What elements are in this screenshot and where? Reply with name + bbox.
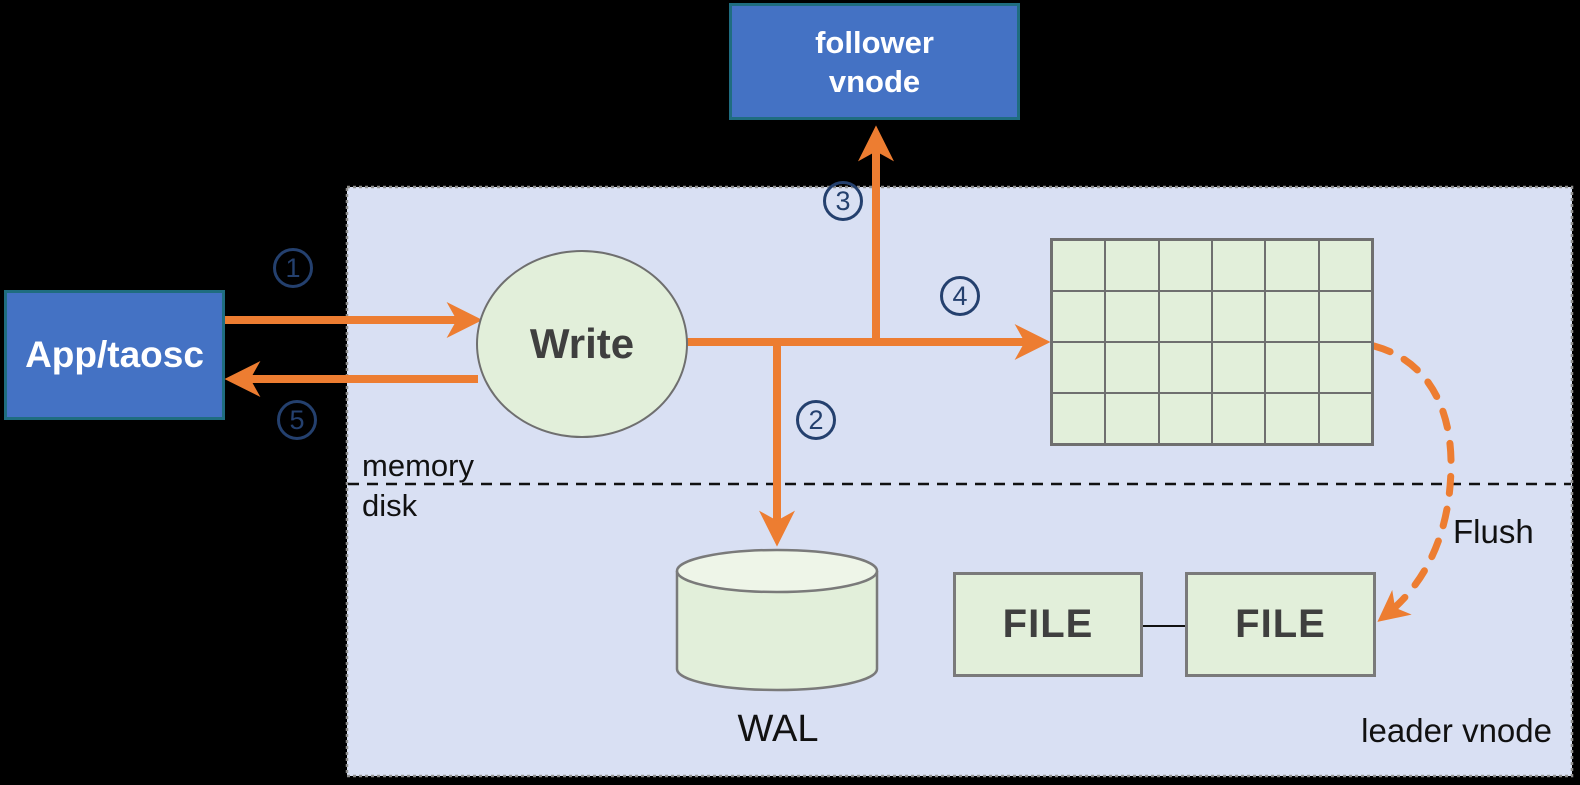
memtable-cell — [1318, 342, 1372, 393]
memtable-cell — [1265, 291, 1319, 342]
arrow-flush — [1370, 342, 1455, 622]
memtable-cell — [1158, 240, 1212, 291]
step-badge-5: 5 — [277, 400, 317, 440]
memtable-cell — [1265, 240, 1319, 291]
wal-label: WAL — [737, 708, 819, 750]
file-left-label: FILE — [1002, 602, 1094, 646]
memtable-cell — [1211, 291, 1266, 342]
wal-cylinder — [675, 548, 879, 692]
follower-vnode-label-line1: follower — [815, 24, 934, 60]
file-box-right: FILE — [1185, 572, 1376, 677]
flush-label: Flush — [1453, 513, 1534, 550]
write-process-node: Write — [476, 250, 688, 438]
file-box-left: FILE — [953, 572, 1143, 677]
memtable-cell — [1052, 393, 1106, 444]
memtable-cell — [1158, 393, 1212, 444]
memtable-cell — [1052, 291, 1106, 342]
memtable-cell — [1105, 291, 1159, 342]
step-badge-2: 2 — [796, 400, 836, 440]
write-label: Write — [529, 320, 635, 367]
disk-label: disk — [362, 488, 418, 523]
follower-vnode-label-line2: vnode — [828, 63, 921, 99]
step-badge-3: 3 — [823, 181, 863, 221]
follower-vnode-node: follower vnode — [729, 3, 1020, 120]
memtable-cell — [1052, 342, 1106, 393]
memtable-cell — [1318, 393, 1372, 444]
memtable-cell — [1318, 240, 1372, 291]
memtable-cell — [1105, 393, 1159, 444]
memtable-cell — [1105, 240, 1159, 291]
memtable-cell — [1052, 240, 1106, 291]
memtable-cell — [1265, 393, 1319, 444]
file-right-label: FILE — [1235, 602, 1326, 646]
memtable-cell — [1211, 240, 1266, 291]
memtable-cell — [1211, 342, 1266, 393]
memtable-cell — [1158, 291, 1212, 342]
memtable-cell — [1158, 342, 1212, 393]
app-taosc-node: App/taosc — [4, 290, 225, 420]
memtable-cell — [1105, 342, 1159, 393]
leader-vnode-label: leader vnode — [1361, 712, 1552, 749]
step-badge-1: 1 — [273, 248, 313, 288]
memtable-grid — [1050, 238, 1374, 446]
app-taosc-label: App/taosc — [25, 334, 204, 375]
memtable-cell — [1265, 342, 1319, 393]
memtable-cell — [1211, 393, 1266, 444]
step-badge-4: 4 — [940, 276, 980, 316]
memory-label: memory — [362, 448, 474, 483]
memtable-cell — [1318, 291, 1372, 342]
